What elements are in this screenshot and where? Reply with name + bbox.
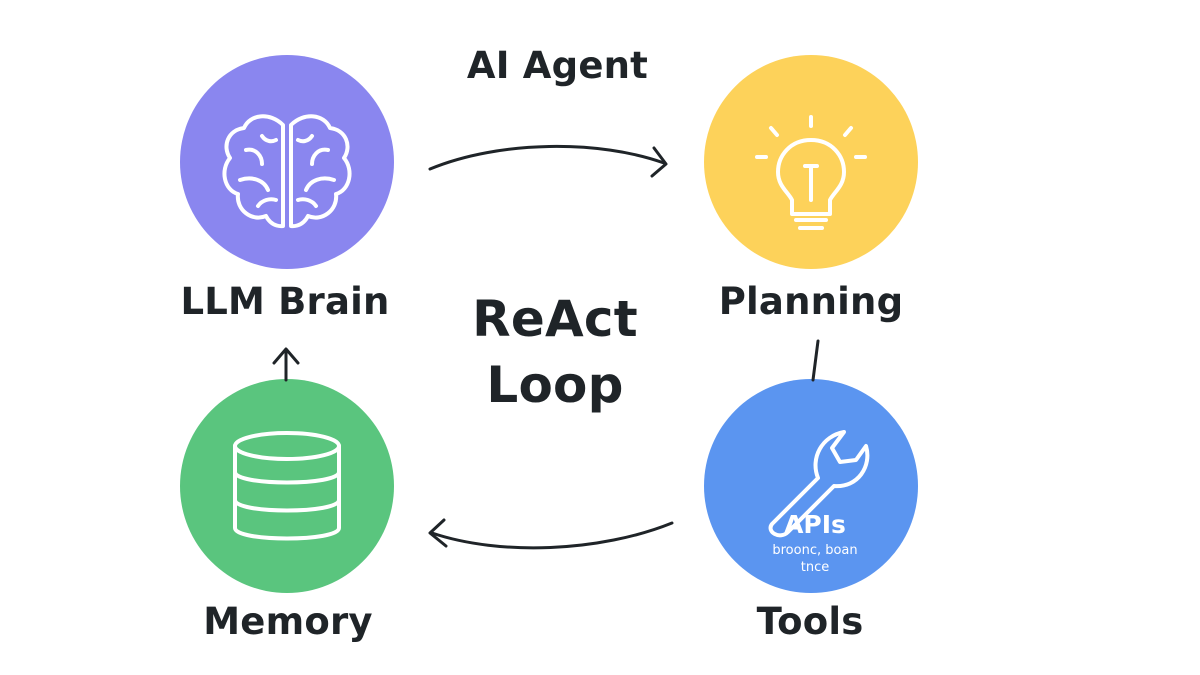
diagram-title: AI Agent <box>466 44 649 87</box>
brain-label: LLM Brain <box>180 280 390 323</box>
memory-node <box>180 379 394 593</box>
planning-label: Planning <box>718 280 904 323</box>
tools-icon-subtext-1: broonc, boan <box>772 543 858 558</box>
brain-node <box>180 55 394 269</box>
arrow-memory-to-brain <box>272 347 300 382</box>
center-label: ReAct Loop <box>430 286 680 418</box>
center-label-line-1: ReAct <box>472 290 638 348</box>
database-icon <box>233 431 341 541</box>
arrow-planning-to-tools <box>811 339 820 382</box>
arrow-tools-to-memory <box>428 518 674 550</box>
arrow-brain-to-planning <box>428 145 668 178</box>
center-label-line-2: Loop <box>486 356 624 414</box>
brain-icon <box>222 114 352 229</box>
tools-icon-subtext-2: tnce <box>800 560 830 575</box>
tools-label: Tools <box>756 600 864 643</box>
planning-node <box>704 55 918 269</box>
memory-label: Memory <box>203 600 373 643</box>
wrench-icon <box>768 430 870 538</box>
lightbulb-icon <box>755 115 867 230</box>
tools-icon-text: APIs <box>784 510 846 539</box>
